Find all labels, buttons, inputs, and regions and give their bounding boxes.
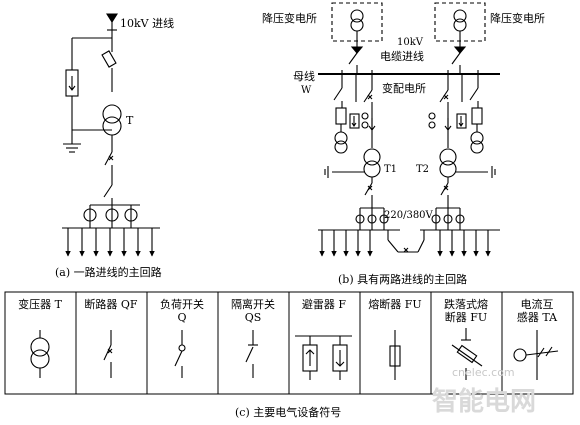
diagram-a — [62, 13, 160, 257]
watermark-small: cnelec.com — [452, 366, 515, 379]
busbar-label-line1: 母线 — [293, 69, 315, 83]
ground-a — [63, 143, 81, 153]
transformer-t2 — [439, 148, 457, 178]
surge-arrester-icon — [295, 335, 352, 380]
cable-label-line2: 电缆进线 — [380, 49, 424, 63]
legend-label-3b: Q — [177, 311, 186, 324]
diagram-b — [318, 2, 500, 257]
legend-table — [4, 291, 574, 395]
busbar-label-line2: W — [301, 85, 312, 96]
incoming-label-a: 10kV 进线 — [120, 16, 174, 30]
substation-left-label: 降压变电所 — [262, 11, 317, 25]
legend-label-7a: 跌落式熔 — [444, 297, 488, 311]
transformer-icon — [30, 330, 50, 378]
caption-a: (a) 一路进线的主回路 — [55, 265, 162, 279]
voltage-label: 220/380V — [384, 210, 434, 221]
t1-label: T1 — [384, 164, 397, 175]
legend-label-4a: 隔离开关 — [231, 297, 275, 311]
station-label: 变配电所 — [382, 81, 426, 95]
legend-label-8b: 感器 TA — [517, 311, 558, 324]
legend-label-5: 避雷器 F — [302, 297, 346, 311]
fuse-icon — [389, 330, 401, 380]
legend-label-1: 变压器 T — [18, 297, 62, 311]
transformer-label-a: T — [126, 114, 134, 127]
legend-label-2: 断路器 QF — [84, 297, 138, 311]
drop-out-fuse-a — [101, 45, 117, 92]
legend-label-3a: 负荷开关 — [160, 297, 204, 311]
t2-label: T2 — [416, 164, 429, 175]
legend-label-7b: 断器 FU — [445, 310, 487, 324]
cable-label-line1: 10kV — [397, 37, 424, 48]
substation-right-label: 降压变电所 — [490, 11, 545, 25]
transformer-t1 — [363, 148, 381, 178]
legend-label-8a: 电流互 — [521, 297, 554, 311]
load-switch-icon — [174, 330, 186, 378]
legend-label-6: 熔断器 FU — [368, 297, 421, 311]
circuit-breaker-icon — [103, 330, 113, 378]
caption-b: (b) 具有两路进线的主回路 — [338, 272, 467, 286]
legend-label-4b: QS — [245, 311, 262, 324]
drop-out-fuse-icon — [451, 328, 483, 380]
disconnector-icon — [245, 330, 258, 378]
current-transformer-icon — [513, 330, 559, 380]
watermark-big: 智能电网 — [432, 386, 536, 417]
caption-c: (c) 主要电气设备符号 — [235, 405, 341, 419]
